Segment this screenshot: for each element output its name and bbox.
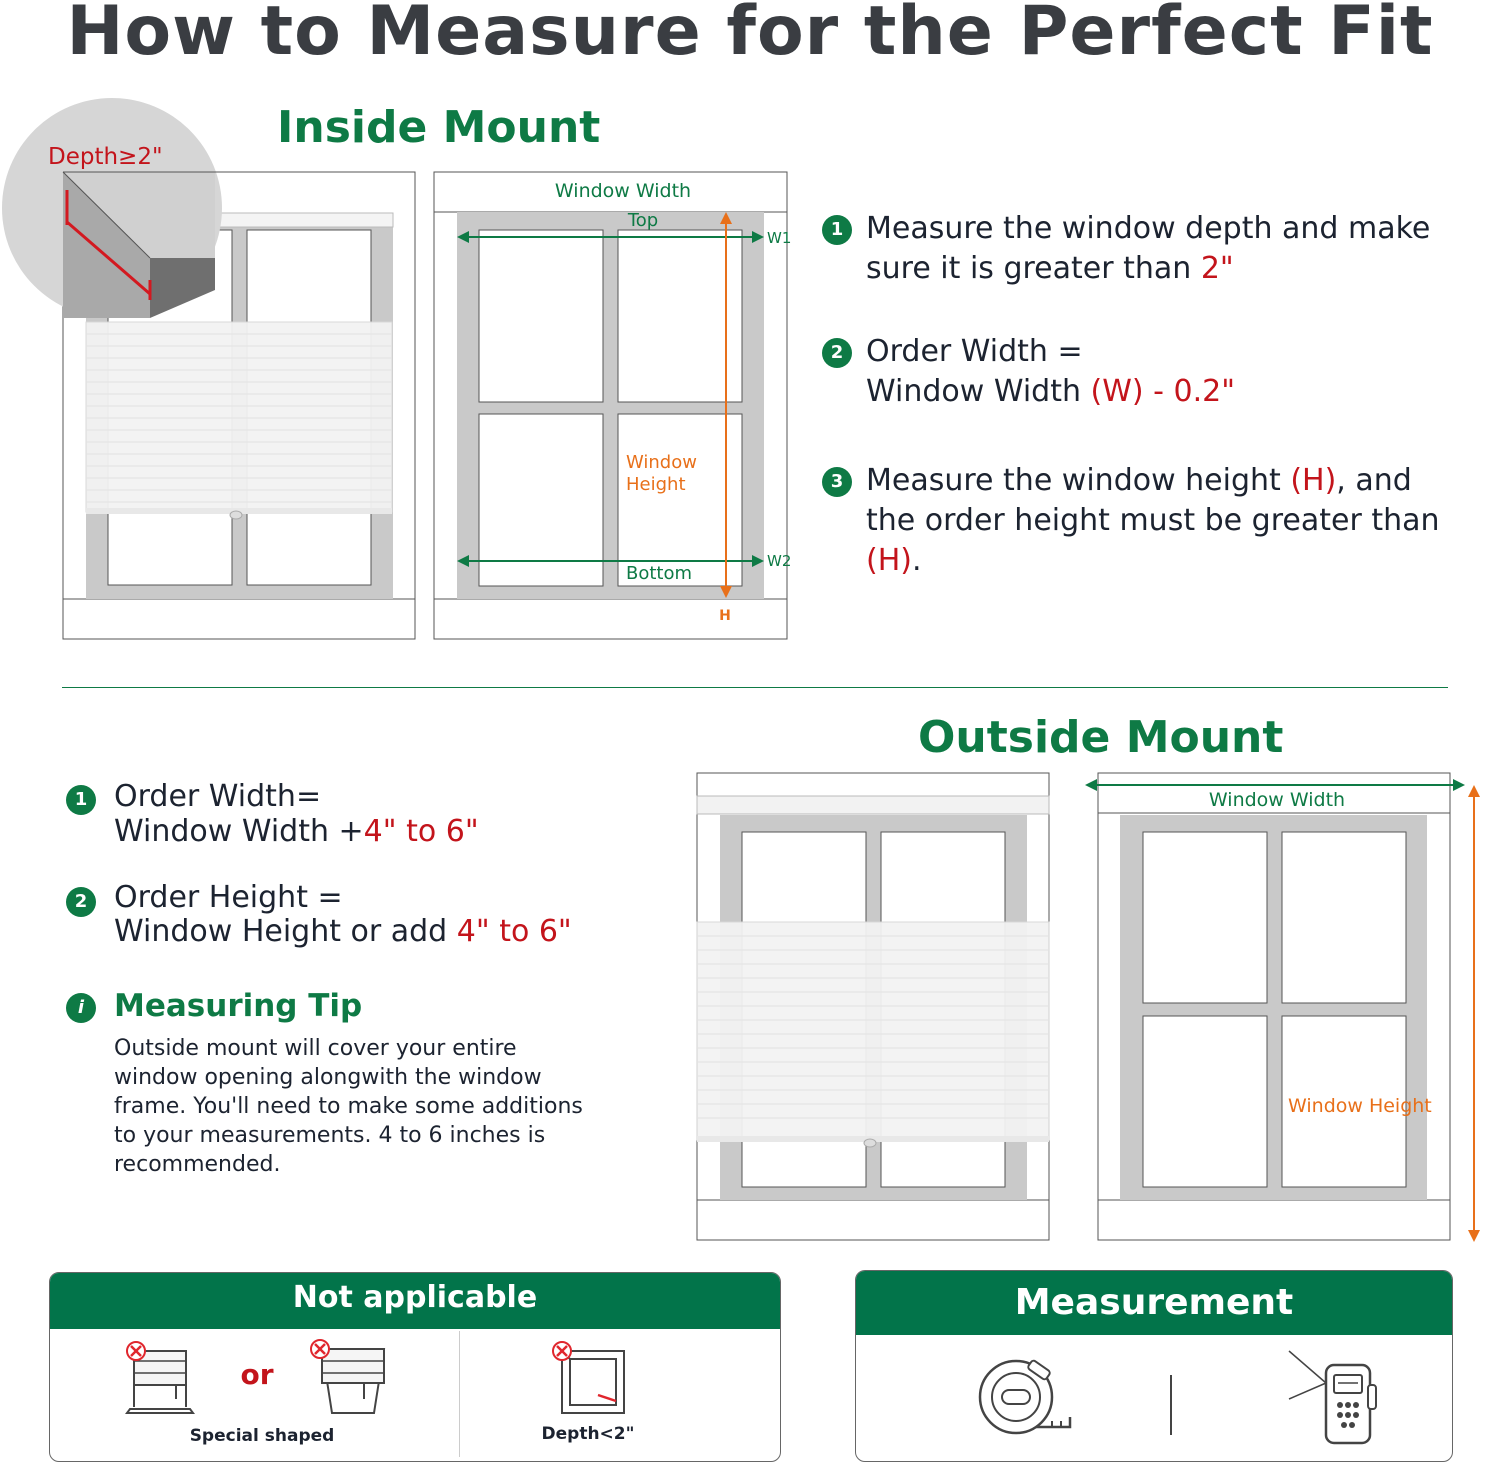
top-label: Top	[627, 210, 658, 231]
or-label: or	[240, 1358, 273, 1391]
outside-mount-heading: Outside Mount	[918, 712, 1284, 763]
h-label: H	[719, 608, 731, 624]
inside-step-3: 3 Measure the window height (H), and the…	[822, 461, 1500, 581]
outside-shade-window	[696, 772, 1050, 1241]
step-number-badge: 2	[66, 887, 96, 917]
page-title: How to Measure for the Perfect Fit	[66, 0, 1434, 71]
inside-measure-window: Window Width Top W1 W2 Bottom Window Hei…	[433, 171, 791, 640]
special-shaped-label: Special shaped	[190, 1426, 335, 1446]
outside-window-width-label: Window Width	[1209, 789, 1345, 811]
laser-measure-icon	[1288, 1350, 1377, 1445]
depth-magnifier: Depth≥2"	[2, 98, 222, 318]
inside-step-2: 2 Order Width = Window Width (W) - 0.2"	[822, 332, 1500, 412]
measuring-tip-title: Measuring Tip	[114, 988, 363, 1024]
arched-window-icon	[125, 1341, 195, 1414]
info-icon: i	[66, 993, 96, 1023]
measurement-icons	[978, 1350, 1377, 1445]
step-number-badge: 3	[822, 467, 852, 497]
panel-divider	[459, 1331, 460, 1457]
step-number-badge: 1	[822, 215, 852, 245]
inside-window-width-label: Window Width	[555, 180, 691, 202]
measurement-heading: Measurement	[856, 1271, 1452, 1335]
w1-label: W1	[767, 229, 791, 247]
outside-window-height-label: Window Height	[1288, 1095, 1432, 1117]
outside-mount-illustration: Window Width Window Height	[696, 772, 1480, 1242]
window-height-label-line2: Height	[626, 474, 686, 495]
not-applicable-heading: Not applicable	[50, 1273, 780, 1329]
inside-step-1: 1 Measure the window depth and make sure…	[822, 209, 1500, 289]
step-number-badge: 2	[822, 338, 852, 368]
step-number-badge: 1	[66, 785, 96, 815]
outside-step-1: 1 Order Width= Window Width +4" to 6"	[66, 779, 479, 849]
not-applicable-icons: or Special shaped Depth<2"	[125, 1339, 635, 1446]
depth-under-2-label: Depth<2"	[542, 1424, 635, 1444]
window-height-label-line1: Window	[626, 452, 697, 473]
w2-label: W2	[767, 552, 791, 570]
inside-mount-illustration: Depth≥2" Window Width Top W1 W2 Bottom W…	[2, 98, 791, 640]
shallow-depth-icon	[552, 1341, 625, 1414]
measuring-tip-text: Outside mount will cover your entire win…	[114, 1036, 583, 1177]
measurement-panel: Measurement	[855, 1270, 1453, 1462]
inside-shade-window	[62, 171, 416, 640]
trapezoid-window-icon	[310, 1339, 386, 1414]
bottom-label: Bottom	[626, 563, 692, 584]
section-divider	[62, 687, 1448, 688]
tape-measure-icon	[978, 1359, 1072, 1435]
outside-measure-window: Window Width Window Height	[1085, 772, 1480, 1242]
depth-label: Depth≥2"	[48, 144, 163, 170]
inside-mount-heading: Inside Mount	[277, 102, 601, 153]
not-applicable-panel: Not applicable or Special shaped	[49, 1272, 781, 1462]
outside-step-2: 2 Order Height = Window Height or add 4"…	[66, 881, 572, 949]
